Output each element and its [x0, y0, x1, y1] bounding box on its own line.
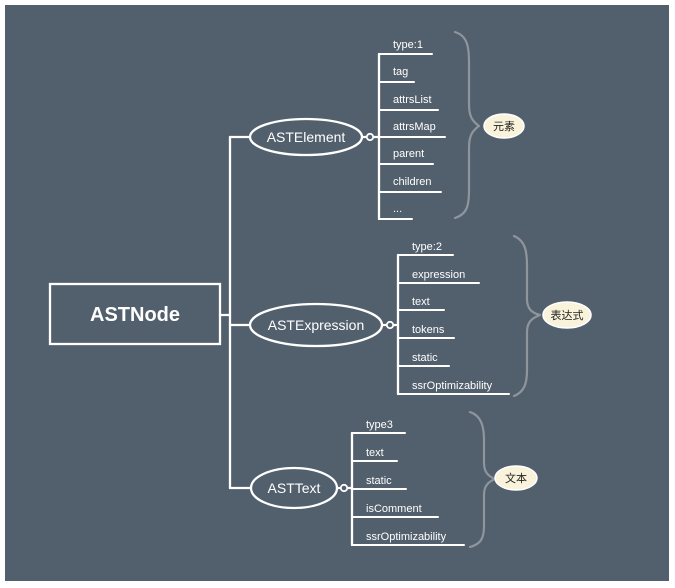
astexpression-child-text: text [412, 296, 430, 308]
astelement-child-ellipsis: ... [393, 203, 402, 215]
astexpression-brace [512, 234, 542, 398]
root-node [48, 282, 222, 346]
astelement-brace [453, 30, 481, 220]
astexpression-child-type: type:2 [412, 241, 442, 253]
astexpression-note-badge [542, 301, 592, 329]
astexpression-child-static: static [412, 352, 438, 364]
astexpression-child-tokens: tokens [412, 324, 445, 336]
astelement-child-attrsmap: attrsMap [393, 121, 436, 133]
astexpression-junction-dot [385, 320, 395, 330]
astexpression-child-expression: expression [412, 269, 465, 281]
diagram-background [5, 5, 669, 581]
asttext-child-type: type3 [366, 419, 393, 431]
root-label: ASTNode [90, 304, 180, 326]
astexpression-note-label: 表达式 [551, 308, 584, 322]
astelement-child-tag: tag [393, 66, 408, 78]
asttext-child-static: static [366, 475, 392, 487]
astelement-note-label: 元素 [493, 120, 515, 133]
node-asttext-label: ASTText [268, 480, 321, 496]
asttext-note-badge [494, 465, 538, 491]
astelement-note-badge [483, 113, 525, 139]
astelement-child-children: children [393, 176, 432, 188]
asttext-child-ssroptimizability: ssrOptimizability [366, 531, 447, 543]
asttext-child-iscomment: isComment [366, 503, 422, 515]
astelement-child-parent: parent [393, 148, 424, 160]
node-astexpression-label: ASTExpression [268, 317, 364, 333]
astexpression-child-ssroptimizability: ssrOptimizability [412, 380, 493, 392]
asttext-junction-dot [339, 483, 349, 493]
asttext-note-label: 文本 [505, 471, 527, 485]
astelement-junction-dot [365, 132, 375, 142]
astelement-child-attrslist: attrsList [393, 94, 432, 106]
node-astelement-label: ASTElement [267, 129, 346, 145]
asttext-child-text: text [366, 447, 384, 459]
astelement-child-type: type:1 [393, 39, 423, 51]
